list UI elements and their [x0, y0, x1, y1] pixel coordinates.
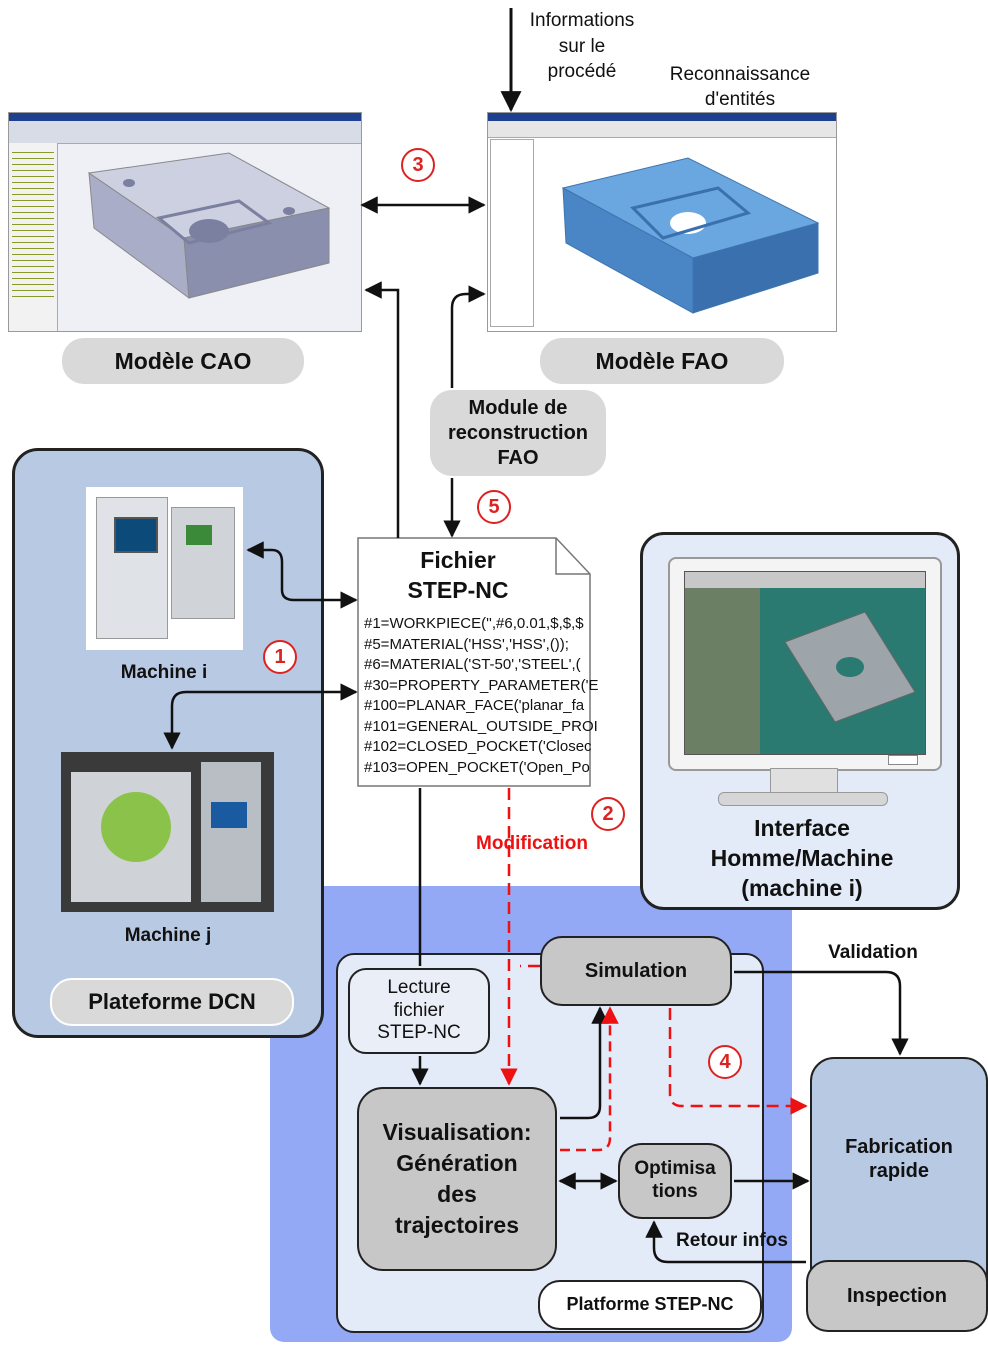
cao-screenshot — [8, 112, 362, 332]
cao-model-label: Modèle CAO — [62, 338, 304, 384]
marker-1: 1 — [263, 640, 297, 674]
step-code-listing: #1=WORKPIECE('',#6,0.01,$,$,$ #5=MATERIA… — [364, 614, 599, 778]
file-to-cao-arrow — [364, 281, 400, 538]
visu-to-sim-red-arrow — [560, 1006, 619, 1152]
module-reconstruction-label: Module de reconstruction FAO — [430, 390, 606, 476]
step-line: #102=CLOSED_POCKET('Closec — [364, 738, 592, 755]
step-line: #103=OPEN_POCKET('Open_Po — [364, 758, 590, 776]
platforme-step-nc-label: Platforme STEP-NC — [538, 1280, 762, 1330]
visu-to-sim-arrow — [560, 1006, 609, 1120]
marker-3: 3 — [401, 148, 435, 182]
hmi-part-drawing — [784, 611, 916, 723]
hmi-monitor — [668, 557, 942, 771]
step-line: #1=WORKPIECE('',#6,0.01,$,$,$ — [364, 615, 584, 632]
info-process-label: Informations sur le procédé — [529, 10, 635, 83]
inspection-box: Inspection — [806, 1260, 988, 1332]
module-to-fao-arrow — [450, 285, 486, 388]
modification-label: Modification — [476, 833, 588, 854]
step-line: #100=PLANAR_FACE('planar_fa — [364, 697, 585, 714]
machine-i-label: Machine i — [120, 662, 208, 683]
validation-arrow — [734, 970, 909, 1056]
cao-part-drawing — [87, 152, 331, 300]
machine-j-photo — [61, 752, 274, 912]
step-line: #6=MATERIAL('ST-50','STEEL',( — [364, 656, 581, 673]
monitor-base — [718, 792, 888, 806]
lecture-box: Lecture fichier STEP-NC — [348, 968, 490, 1054]
visualisation-box: Visualisation: Génération des trajectoir… — [357, 1087, 557, 1271]
reconnaissance-label: Reconnaissance d'entités — [669, 64, 811, 110]
monitor-stand — [770, 768, 838, 796]
interface-label: Interface Homme/Machine (machine i) — [710, 815, 894, 901]
step-line: #30=PROPERTY_PARAMETER('E — [364, 676, 599, 694]
step-line: #101=GENERAL_OUTSIDE_PROI — [364, 717, 598, 735]
retour-infos-arrow — [645, 1220, 806, 1264]
marker-2: 2 — [591, 797, 625, 831]
machine-j-label: Machine j — [124, 925, 212, 946]
marker-4: 4 — [708, 1045, 742, 1079]
step-line: #5=MATERIAL('HSS','HSS',()); — [364, 635, 569, 653]
machine-j-file-arrow — [163, 683, 358, 750]
plateforme-dcn-label: Plateforme DCN — [50, 978, 294, 1026]
file-title: Fichier STEP-NC — [407, 547, 509, 603]
optimisations-box: Optimisa tions — [618, 1143, 732, 1219]
sim-to-fab-red-arrow — [668, 1008, 808, 1115]
simulation-box: Simulation — [540, 936, 732, 1006]
fao-part-drawing — [561, 157, 820, 314]
retour-infos-label: Retour infos — [676, 1230, 788, 1251]
fao-screenshot — [487, 112, 837, 332]
marker-5: 5 — [477, 490, 511, 524]
machine-i-photo — [86, 487, 243, 650]
validation-label: Validation — [828, 942, 918, 963]
machine-i-file-arrow — [246, 541, 358, 609]
fao-model-label: Modèle FAO — [540, 338, 784, 384]
